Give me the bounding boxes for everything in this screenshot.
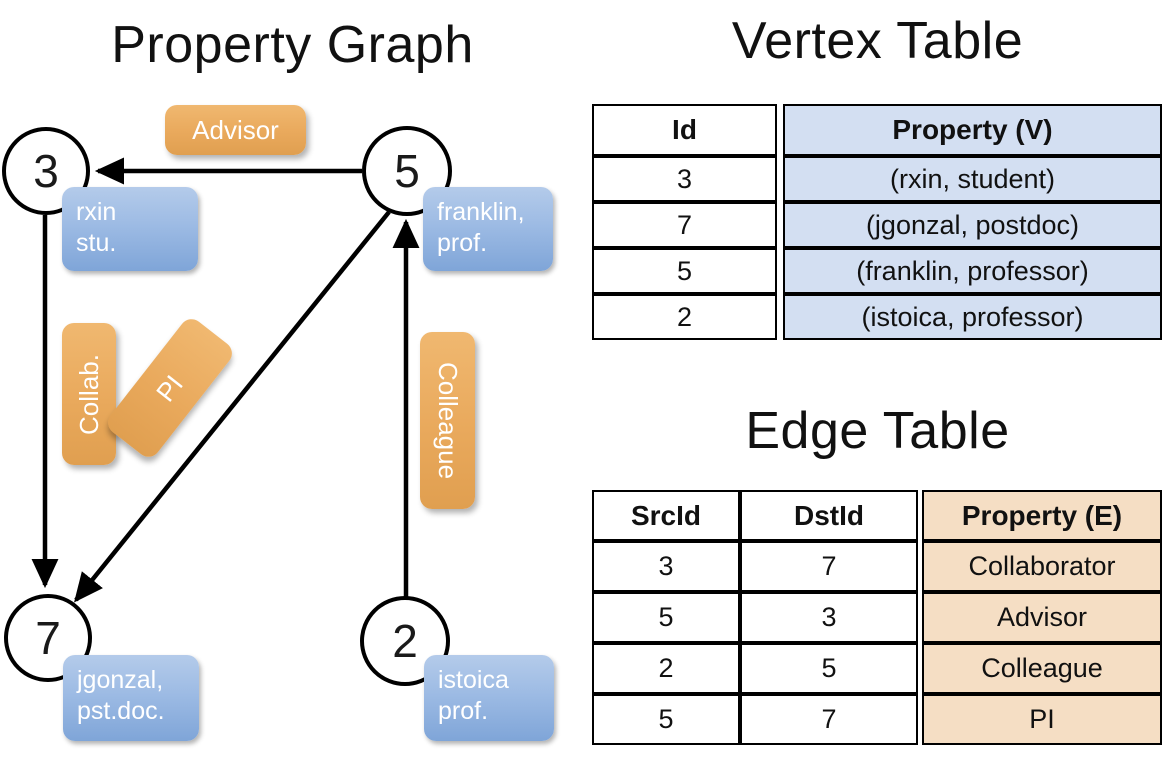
graph-edges-svg (31, 157, 420, 603)
node-property-box-jgonzal: jgonzal, pst.doc. (63, 655, 199, 741)
edge-table-header-dstid: DstId (740, 490, 918, 541)
edge-table-header-property: Property (E) (922, 490, 1162, 541)
edge-cell-property: Advisor (922, 592, 1162, 643)
node-property-line1: jgonzal, (77, 666, 164, 694)
vertex-cell-id: 3 (592, 156, 777, 202)
page-title-edge-table: Edge Table (745, 402, 1010, 460)
edge-cell-srcid: 2 (592, 643, 740, 694)
graph-node-7-label: 7 (35, 612, 61, 664)
page-title-property-graph: Property Graph (111, 16, 474, 74)
edge-label-advisor: Advisor (165, 105, 306, 155)
edge-table-column-gap (918, 592, 922, 643)
vertex-cell-property: (franklin, professor) (783, 248, 1162, 294)
edge-5-to-7 (74, 210, 391, 603)
edge-table-header-row: SrcId DstId Property (E) (592, 490, 1162, 541)
vertex-cell-property: (jgonzal, postdoc) (783, 202, 1162, 248)
edge-table-column-gap (918, 490, 922, 541)
edge-label-collab-text: Collab. (73, 353, 104, 435)
property-graph-panel: Property Graph 3 5 7 2 rxin stu. frankli… (2, 16, 554, 741)
edge-cell-property: Colleague (922, 643, 1162, 694)
node-property-line1: istoica (438, 666, 509, 694)
edge-label-pi-text: PI (150, 368, 189, 407)
table-row: 3 7 Collaborator (592, 541, 1162, 592)
edge-cell-property: PI (922, 694, 1162, 745)
vertex-table-column-gap (777, 202, 783, 248)
vertex-table-header-row: Id Property (V) (592, 104, 1162, 156)
edge-cell-dstid: 7 (740, 541, 918, 592)
vertex-cell-id: 2 (592, 294, 777, 340)
node-property-line2: stu. (76, 229, 117, 257)
graph-node-5[interactable]: 5 (362, 126, 452, 216)
vertex-cell-property: (rxin, student) (783, 156, 1162, 202)
table-row: 2 (istoica, professor) (592, 294, 1162, 340)
edge-table-column-gap (918, 694, 922, 745)
edge-table: SrcId DstId Property (E) 3 7 Collaborato… (592, 490, 1162, 745)
table-row: 2 5 Colleague (592, 643, 1162, 694)
edge-cell-dstid: 5 (740, 643, 918, 694)
node-property-box-rxin: rxin stu. (62, 187, 198, 271)
vertex-cell-property: (istoica, professor) (783, 294, 1162, 340)
table-row: 5 7 PI (592, 694, 1162, 745)
edge-label-advisor-text: Advisor (192, 114, 279, 145)
edge-cell-srcid: 3 (592, 541, 740, 592)
node-property-line2: prof. (437, 229, 488, 257)
vertex-table-column-gap (777, 294, 783, 340)
edge-label-colleague: Colleague (420, 332, 475, 509)
table-row: 3 (rxin, student) (592, 156, 1162, 202)
vertex-table-column-gap (777, 104, 783, 156)
node-property-line1: franklin, (437, 198, 525, 226)
vertex-table-column-gap (777, 248, 783, 294)
edge-table-column-gap (918, 541, 922, 592)
node-property-line2: pst.doc. (77, 697, 165, 725)
edge-table-header-srcid: SrcId (592, 490, 740, 541)
vertex-table-header-property: Property (V) (783, 104, 1162, 156)
vertex-table-header-id: Id (592, 104, 777, 156)
table-row: 5 (franklin, professor) (592, 248, 1162, 294)
node-property-line1: rxin (76, 198, 117, 226)
vertex-table: Id Property (V) 3 (rxin, student) 7 (jgo… (592, 104, 1162, 340)
graph-node-5-label: 5 (394, 145, 420, 197)
table-row: 7 (jgonzal, postdoc) (592, 202, 1162, 248)
vertex-cell-id: 5 (592, 248, 777, 294)
table-row: 5 3 Advisor (592, 592, 1162, 643)
graph-node-3-label: 3 (33, 145, 59, 197)
edge-table-column-gap (918, 643, 922, 694)
edge-cell-srcid: 5 (592, 694, 740, 745)
vertex-cell-id: 7 (592, 202, 777, 248)
graph-node-2[interactable]: 2 (360, 596, 450, 686)
node-property-box-istoica: istoica prof. (424, 655, 554, 741)
edge-label-colleague-text: Colleague (433, 361, 463, 480)
node-property-box-franklin: franklin, prof. (423, 187, 553, 271)
edge-cell-dstid: 7 (740, 694, 918, 745)
edge-cell-srcid: 5 (592, 592, 740, 643)
edge-cell-dstid: 3 (740, 592, 918, 643)
edge-cell-property: Collaborator (922, 541, 1162, 592)
edge-label-collab: Collab. (62, 323, 116, 465)
vertex-table-column-gap (777, 156, 783, 202)
node-property-line2: prof. (438, 697, 489, 725)
graph-node-2-label: 2 (392, 615, 418, 667)
page-title-vertex-table: Vertex Table (731, 12, 1024, 70)
